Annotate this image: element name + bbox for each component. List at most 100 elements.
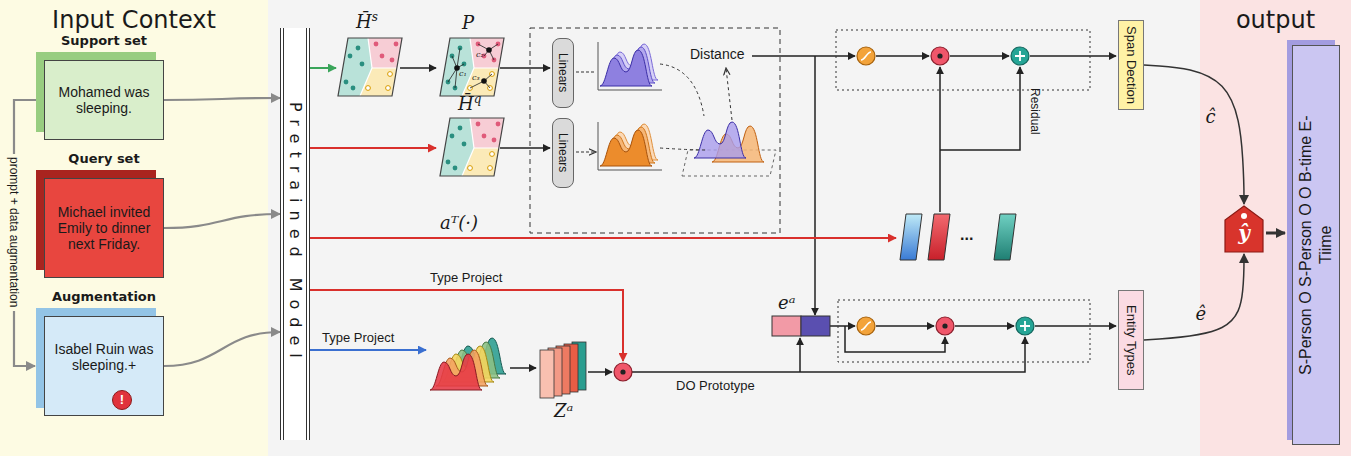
- connector: [1144, 65, 1244, 204]
- input-panel: Support setMohamed was sleeping.Query se…: [0, 0, 268, 456]
- panel-title: Input Context: [0, 0, 268, 34]
- connector: [164, 98, 280, 100]
- art-shape: [600, 130, 652, 166]
- sentence: Mohamed was sleeping.: [51, 84, 157, 116]
- art-shape: [598, 42, 662, 170]
- node-label: ŷ: [1224, 205, 1264, 245]
- sentence: Isabel Ruin was sleeping.+: [51, 341, 157, 373]
- edge-label: ê: [1195, 303, 1206, 324]
- art-shape: [928, 214, 950, 260]
- connector: [1266, 232, 1285, 235]
- annotation: DO Prototype: [676, 378, 755, 393]
- art-shape: [752, 55, 855, 57]
- edge-label: ĉ: [1205, 106, 1215, 127]
- art-shape: [430, 354, 482, 390]
- edge-label: prompt + data augmentation: [7, 154, 21, 310]
- art-shape: [857, 317, 875, 335]
- label-sequence: S-Person O S-Person O O B-time E-Tiime: [1292, 45, 1340, 445]
- art-shape: [430, 338, 506, 390]
- art-shape: [876, 325, 934, 327]
- art-shape: [694, 122, 746, 158]
- art-shape: [1016, 317, 1034, 335]
- art-shape: [940, 67, 1020, 150]
- card-face: Michael invited Emily to dinner next Fri…: [44, 178, 164, 278]
- art-shape: [310, 237, 896, 239]
- math-symbol: H̄s: [356, 10, 378, 32]
- art-shape: [614, 363, 632, 381]
- art-shape: [939, 67, 941, 212]
- panel-title: output: [1200, 0, 1351, 34]
- augment-card: AugmentationIsabel Ruin was sleeping.+: [36, 286, 164, 416]
- art-shape: [576, 72, 596, 152]
- card-face: Isabel Ruin was sleeping.+: [44, 316, 164, 416]
- query-card: Query setMichael invited Emily to dinner…: [36, 148, 164, 278]
- panel-ground: [0, 0, 268, 456]
- art-shape: [936, 317, 954, 335]
- art-shape: [268, 0, 1200, 456]
- art-shape: [400, 67, 436, 69]
- linear-layer: Linears: [552, 38, 574, 108]
- math-symbol: aᵀ(·): [440, 212, 478, 233]
- art-shape: [440, 38, 504, 96]
- art-shape: [310, 67, 336, 69]
- math-part: H̄: [458, 93, 474, 114]
- art-shape: [801, 316, 830, 336]
- art-shape: [440, 118, 504, 176]
- art-shape: [900, 214, 922, 260]
- art-shape: [632, 337, 1025, 372]
- art-shape: [448, 44, 498, 88]
- ellipsis: ...: [960, 226, 973, 244]
- math-symbol: Zᵃ: [554, 400, 573, 421]
- pretrained-model: Pretrained Model: [280, 28, 310, 440]
- art-shape: [454, 65, 460, 71]
- art-shape: [799, 338, 801, 372]
- type-head: Entity Types: [1118, 290, 1144, 390]
- node-label: Entity Types: [1124, 305, 1139, 376]
- art-shape: [310, 147, 436, 149]
- card-heading: Augmentation: [44, 286, 164, 308]
- art-shape: [530, 28, 780, 233]
- math-symbol: eᵃ: [778, 292, 795, 313]
- connector: [164, 332, 280, 366]
- tag-hole: [1241, 213, 1247, 219]
- art-shape: [838, 300, 1090, 362]
- node-label: Linears: [556, 133, 570, 172]
- span-head: Span Dection: [1118, 20, 1144, 110]
- panel-ground: [1200, 0, 1351, 456]
- art-shape: [1011, 47, 1029, 65]
- centroid-label: c₁: [459, 69, 467, 78]
- art-shape: [950, 55, 1009, 57]
- support-card: Support setMohamed was sleeping.: [36, 30, 164, 140]
- math-part: q: [474, 92, 482, 106]
- art-shape: [600, 50, 652, 86]
- math-symbol: H̄q: [458, 92, 481, 114]
- art-shape: [481, 78, 487, 84]
- output-panel: ŷ S-Person O S-Person O O B-time E-Tiime o…: [1200, 0, 1351, 456]
- math-part: H̄: [356, 11, 372, 32]
- art-shape: [876, 55, 929, 57]
- card-heading: Query set: [44, 148, 164, 170]
- tag-shape: [1225, 206, 1263, 252]
- annotation: Residual: [1028, 88, 1042, 135]
- annotation: Distance: [690, 46, 744, 62]
- art-shape: [540, 350, 554, 398]
- annotation: Type Project: [322, 330, 394, 345]
- math-part: s: [372, 10, 378, 24]
- art-shape: [994, 214, 1016, 260]
- art-shape: [857, 47, 875, 65]
- centroid-label: c₂: [476, 50, 484, 59]
- art-shape: [830, 325, 855, 327]
- art-shape: [1030, 55, 1116, 57]
- centroid-label: c₃: [472, 73, 480, 82]
- art-shape: [660, 64, 732, 150]
- node-label: Span Dection: [1124, 26, 1139, 104]
- art-shape: [588, 371, 612, 373]
- art-shape: [500, 67, 550, 69]
- art-shape: [1035, 325, 1116, 327]
- art-shape: [772, 316, 801, 336]
- art-shape: [600, 44, 658, 86]
- art-shape: [752, 56, 1116, 315]
- node-label: Linears: [556, 53, 570, 92]
